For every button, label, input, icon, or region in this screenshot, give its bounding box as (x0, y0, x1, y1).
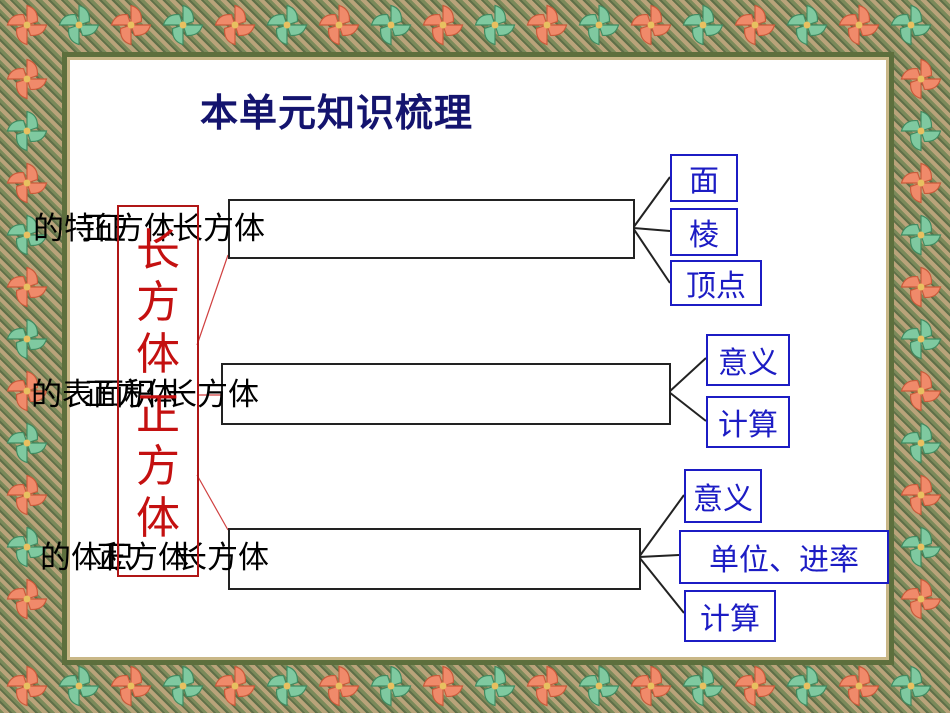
pinwheel-icon (6, 318, 48, 360)
center-char: 方 (136, 441, 180, 492)
pinwheel-icon (162, 4, 204, 46)
connector-red-1 (196, 254, 229, 346)
pinwheel-icon (786, 665, 828, 707)
pinwheel-icon (474, 665, 516, 707)
branch-label-features-suffix: 的特征 (33, 211, 126, 247)
pinwheel-icon (266, 665, 308, 707)
pinwheel-icon (6, 578, 48, 620)
center-char: 长 (136, 225, 180, 276)
branch-box-volume (228, 528, 641, 590)
pinwheel-icon (214, 665, 256, 707)
connector-b2-1 (668, 357, 707, 393)
pinwheel-icon (422, 4, 464, 46)
leaf-volume-meaning: 意义 (684, 469, 762, 523)
pinwheel-icon (422, 665, 464, 707)
pinwheel-icon (58, 4, 100, 46)
pinwheel-icon (58, 665, 100, 707)
pinwheel-icon (6, 58, 48, 100)
pinwheel-icon (630, 665, 672, 707)
leaf-surface-meaning: 意义 (706, 334, 790, 386)
connector-b1-2 (632, 227, 671, 232)
pinwheel-icon (6, 110, 48, 152)
connector-b3-1 (638, 494, 685, 558)
center-char: 正 (136, 389, 180, 440)
pinwheel-icon (6, 422, 48, 464)
connector-b1-3 (632, 227, 671, 284)
pinwheel-icon (6, 266, 48, 308)
branch-box-surface-area (221, 363, 671, 425)
pinwheel-icon (786, 4, 828, 46)
pinwheel-icon (526, 4, 568, 46)
pinwheel-icon (474, 4, 516, 46)
pinwheel-icon (900, 214, 942, 256)
pinwheel-icon (900, 370, 942, 412)
pinwheel-icon (6, 214, 48, 256)
branch-label-features-cube: 正方体 (82, 211, 175, 247)
pinwheel-icon (734, 4, 776, 46)
pinwheel-icon (6, 526, 48, 568)
leaf-surface-calc: 计算 (706, 396, 790, 448)
leaf-faces: 面 (670, 154, 738, 202)
connector-b3-3 (638, 556, 685, 614)
pinwheel-icon (890, 665, 932, 707)
center-char: 体 (136, 329, 180, 380)
pinwheel-icon (900, 110, 942, 152)
leaf-volume-units: 单位、进率 (679, 530, 889, 584)
pinwheel-icon (838, 4, 880, 46)
pinwheel-icon (900, 162, 942, 204)
pinwheel-icon (682, 665, 724, 707)
pinwheel-icon (6, 370, 48, 412)
pinwheel-icon (630, 4, 672, 46)
branch-label-volume-cube: 正方体 (96, 540, 189, 576)
pinwheel-icon (318, 4, 360, 46)
branch-label-volume-cuboid: 长方体 (176, 540, 269, 576)
pinwheel-icon (838, 665, 880, 707)
branch-label-features-cuboid: 长方体 (172, 211, 265, 247)
pinwheel-icon (370, 4, 412, 46)
connector-red-3 (196, 474, 229, 531)
pinwheel-icon (526, 665, 568, 707)
pinwheel-icon (110, 4, 152, 46)
pinwheel-icon (900, 526, 942, 568)
branch-label-surface-suffix: 的表面积 (31, 377, 155, 413)
leaf-volume-calc: 计算 (684, 590, 776, 642)
connector-b2-2 (668, 391, 707, 422)
pinwheel-icon (318, 665, 360, 707)
pinwheel-icon (370, 665, 412, 707)
pinwheel-icon (578, 665, 620, 707)
branch-label-surface-cuboid: 长方体 (166, 377, 259, 413)
pinwheel-icon (162, 665, 204, 707)
pinwheel-icon (682, 4, 724, 46)
pinwheel-icon (266, 4, 308, 46)
center-topic-box: 长 方 体 正 方 体 (117, 205, 199, 577)
pinwheel-icon (214, 4, 256, 46)
pinwheel-icon (6, 162, 48, 204)
pinwheel-icon (6, 665, 48, 707)
pinwheel-icon (900, 422, 942, 464)
pinwheel-icon (890, 4, 932, 46)
connector-b1-1 (632, 176, 671, 229)
pinwheel-icon (578, 4, 620, 46)
pinwheel-icon (6, 4, 48, 46)
pinwheel-icon (900, 58, 942, 100)
leaf-vertices: 顶点 (670, 260, 762, 306)
connector-b3-2 (638, 554, 680, 558)
center-char: 方 (136, 277, 180, 328)
branch-box-features (228, 199, 635, 259)
pinwheel-icon (900, 578, 942, 620)
pinwheel-icon (110, 665, 152, 707)
pinwheel-icon (734, 665, 776, 707)
leaf-edges: 棱 (670, 208, 738, 256)
slide-title: 本单元知识梳理 (200, 91, 474, 135)
branch-label-surface-cube: 正方体 (84, 377, 177, 413)
pinwheel-icon (900, 266, 942, 308)
pinwheel-icon (900, 318, 942, 360)
pinwheel-icon (900, 474, 942, 516)
pinwheel-icon (6, 474, 48, 516)
center-char: 体 (136, 493, 180, 544)
